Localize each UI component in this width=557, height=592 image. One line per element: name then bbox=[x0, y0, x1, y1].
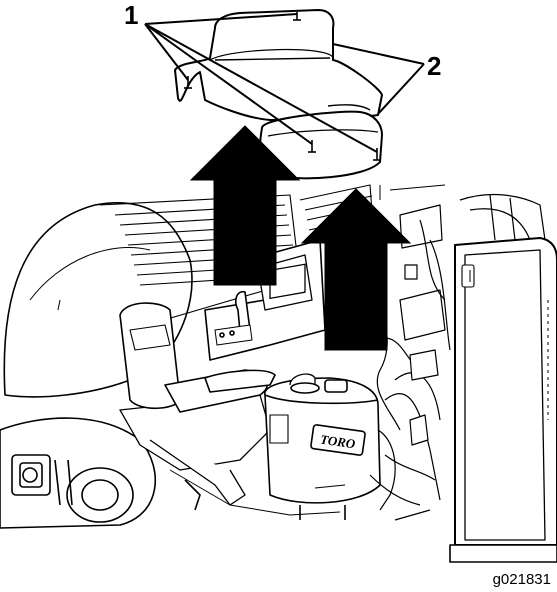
removed-cover-parts bbox=[174, 9, 383, 180]
callout-2: 2 bbox=[427, 51, 441, 81]
callout-leaders bbox=[144, 13, 425, 153]
leader-2b bbox=[377, 63, 425, 115]
figure-id: g021831 bbox=[492, 571, 551, 588]
machine-line-art: TORO bbox=[0, 184, 557, 563]
leader-1a bbox=[144, 13, 298, 25]
joystick bbox=[235, 290, 251, 333]
callout-1: 1 bbox=[124, 0, 138, 30]
up-arrow-left bbox=[189, 125, 301, 286]
leader-1d bbox=[144, 23, 378, 153]
leader-1c bbox=[144, 23, 313, 145]
up-arrow-right bbox=[300, 188, 412, 351]
lift-arrows bbox=[189, 125, 412, 351]
engine-compartment bbox=[364, 193, 546, 521]
leader-2a bbox=[332, 43, 425, 65]
brand-plate bbox=[310, 424, 366, 456]
side-door-panel bbox=[454, 237, 557, 546]
leader-1b bbox=[144, 23, 189, 81]
fasteners bbox=[184, 12, 381, 161]
armrest bbox=[204, 369, 276, 393]
upper-cover bbox=[174, 9, 383, 121]
brand-text: TORO bbox=[319, 432, 357, 452]
